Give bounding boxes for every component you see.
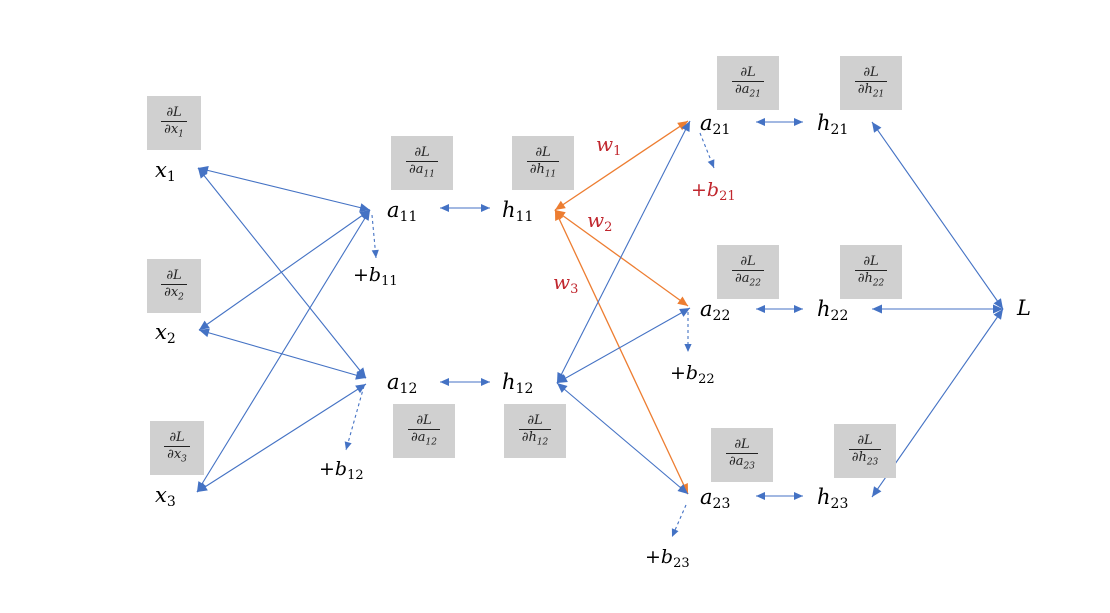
node-a12: a12 bbox=[387, 370, 418, 397]
edge-a11-b11 bbox=[371, 214, 379, 259]
node-x2: x2 bbox=[155, 320, 176, 347]
gradient-box-a12: ∂L∂a12 bbox=[393, 404, 455, 458]
edge-h22-L bbox=[872, 304, 1003, 314]
weight-w2: w2 bbox=[587, 208, 613, 235]
gradient-box-x2: ∂L∂x2 bbox=[147, 259, 201, 313]
edge-a23-b23 bbox=[671, 504, 687, 538]
edge-h11-a23 bbox=[554, 209, 689, 495]
node-h21: h21 bbox=[817, 111, 849, 138]
bias-b22: +b22 bbox=[670, 362, 715, 387]
edge-h12-a22 bbox=[556, 307, 691, 384]
weight-w3: w3 bbox=[553, 270, 579, 297]
edge-a22-h22 bbox=[756, 304, 803, 314]
edge-h11-a21 bbox=[554, 120, 689, 211]
gradient-box-x3: ∂L∂x3 bbox=[150, 421, 204, 475]
bias-b11: +b11 bbox=[353, 264, 398, 289]
gradient-box-x1: ∂L∂x1 bbox=[147, 96, 201, 150]
gradient-box-h12: ∂L∂h12 bbox=[504, 404, 566, 458]
edge-a11-h11 bbox=[440, 203, 490, 213]
node-x3: x3 bbox=[155, 483, 176, 510]
node-h12: h12 bbox=[502, 370, 534, 397]
node-h23: h23 bbox=[817, 485, 849, 512]
weight-w1: w1 bbox=[596, 132, 622, 159]
node-h11: h11 bbox=[502, 198, 534, 225]
edge-x1-a12 bbox=[197, 167, 367, 379]
edge-x2-a11 bbox=[198, 209, 371, 331]
node-loss: L bbox=[1017, 296, 1031, 320]
gradient-box-a23: ∂L∂a23 bbox=[711, 428, 773, 482]
gradient-box-a11: ∂L∂a11 bbox=[391, 136, 453, 190]
gradient-box-h11: ∂L∂h11 bbox=[512, 136, 574, 190]
edge-x1-a11 bbox=[197, 166, 371, 212]
node-a11: a11 bbox=[387, 198, 418, 225]
edge-a12-b12 bbox=[344, 385, 365, 451]
node-a23: a23 bbox=[700, 485, 731, 512]
edge-a12-h12 bbox=[440, 377, 490, 387]
gradient-box-a21: ∂L∂a21 bbox=[717, 56, 779, 110]
node-h22: h22 bbox=[817, 297, 849, 324]
edge-a21-b21 bbox=[699, 132, 715, 169]
edge-a21-h21 bbox=[756, 117, 803, 127]
bias-b21: +b21 bbox=[691, 179, 736, 204]
node-x1: x1 bbox=[155, 158, 176, 185]
gradient-box-h21: ∂L∂h21 bbox=[840, 56, 902, 110]
gradient-box-h22: ∂L∂h22 bbox=[840, 245, 902, 299]
bias-b12: +b12 bbox=[319, 458, 364, 483]
edge-x2-a12 bbox=[198, 328, 367, 380]
edge-h12-a23 bbox=[556, 382, 689, 495]
edge-h21-L bbox=[871, 121, 1004, 310]
node-a21: a21 bbox=[700, 111, 731, 138]
edge-a22-b22 bbox=[684, 312, 692, 352]
edge-a23-h23 bbox=[756, 491, 803, 501]
edge-h12-a21 bbox=[556, 120, 691, 384]
gradient-box-h23: ∂L∂h23 bbox=[834, 424, 896, 478]
gradient-box-a22: ∂L∂a22 bbox=[717, 245, 779, 299]
edge-x3-a12 bbox=[196, 383, 367, 493]
bias-b23: +b23 bbox=[645, 546, 690, 571]
node-a22: a22 bbox=[700, 297, 731, 324]
